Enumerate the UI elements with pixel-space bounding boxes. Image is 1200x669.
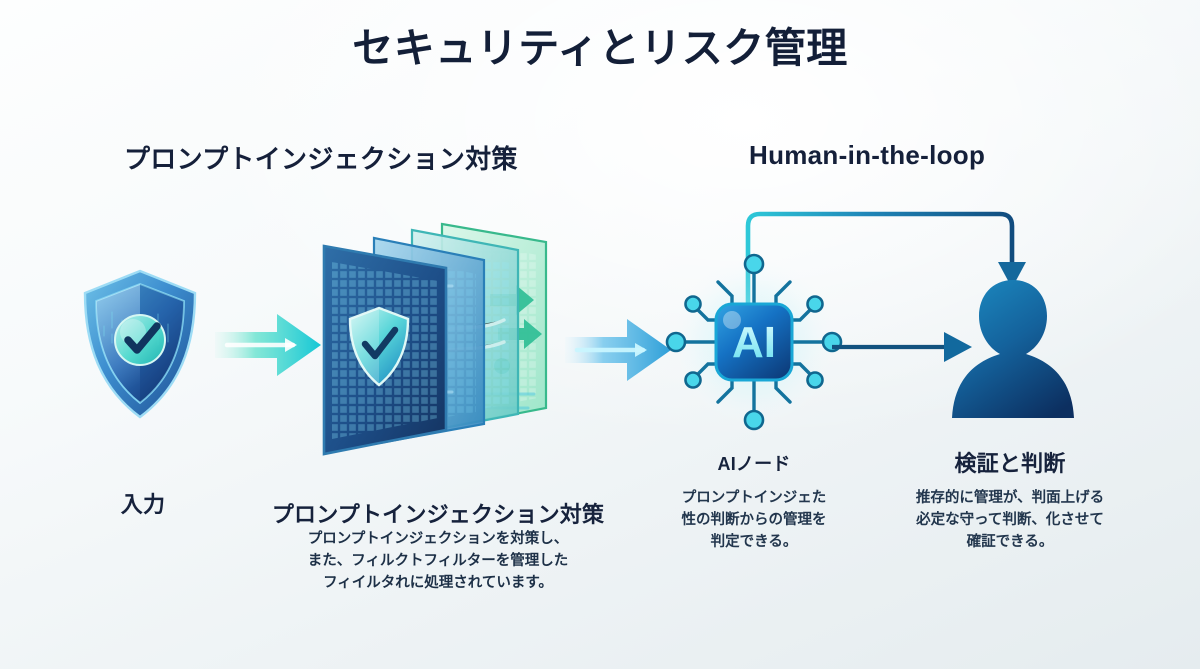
stage-title-prompt-injection-defense: プロンプトインジェクション対策 [271, 502, 605, 527]
stage-title-input: 入力 [120, 492, 166, 517]
stage-title-verification-judgement: 検証と判断 [954, 451, 1066, 476]
body-line: 判定できる。 [710, 534, 798, 551]
body-line: プロンプトインジェクションを対策し、 [307, 531, 569, 547]
body-line: また、フィルクトフィルターを管理した [307, 553, 569, 570]
layered-filter-panels-icon [312, 216, 564, 462]
body-line: フィイルタれに処理されています。 [323, 575, 553, 592]
ai-chip-icon: AI [664, 252, 844, 432]
person-silhouette-icon [948, 272, 1078, 424]
feedback-loop-arrow-icon [726, 192, 1046, 322]
arrow-filter-to-ai-icon [563, 313, 675, 387]
body-line: 推存的に管理が、判面上げる [915, 490, 1105, 506]
stage-title-ai-node: AIノード [717, 454, 791, 474]
body-line: 確証できる。 [966, 534, 1054, 551]
arrow-input-to-filter-icon [213, 308, 325, 382]
page-title: セキュリティとリスク管理 [352, 25, 848, 71]
stage-body-verification-judgement: 推存的に管理が、判面上げる 必定な守って判断、化させて 確証できる。 [890, 487, 1130, 553]
body-line: プロンプトインジェた [681, 490, 827, 506]
shield-check-icon [78, 268, 202, 420]
chip-label: AI [732, 318, 776, 367]
section-header-prompt-injection: プロンプトインジェクション対策 [124, 144, 518, 174]
section-header-human-in-the-loop: Human-in-the-loop [749, 140, 986, 170]
stage-body-ai-node: プロンプトインジェた 性の判断からの管理を 判定できる。 [650, 487, 858, 553]
body-line: 性の判断からの管理を [681, 512, 827, 529]
body-line: 必定な守って判断、化させて [916, 512, 1104, 529]
arrow-ai-to-person-icon [832, 324, 974, 370]
stage-body-prompt-injection-defense: プロンプトインジェクションを対策し、 また、フィルクトフィルターを管理した フィ… [264, 528, 612, 594]
